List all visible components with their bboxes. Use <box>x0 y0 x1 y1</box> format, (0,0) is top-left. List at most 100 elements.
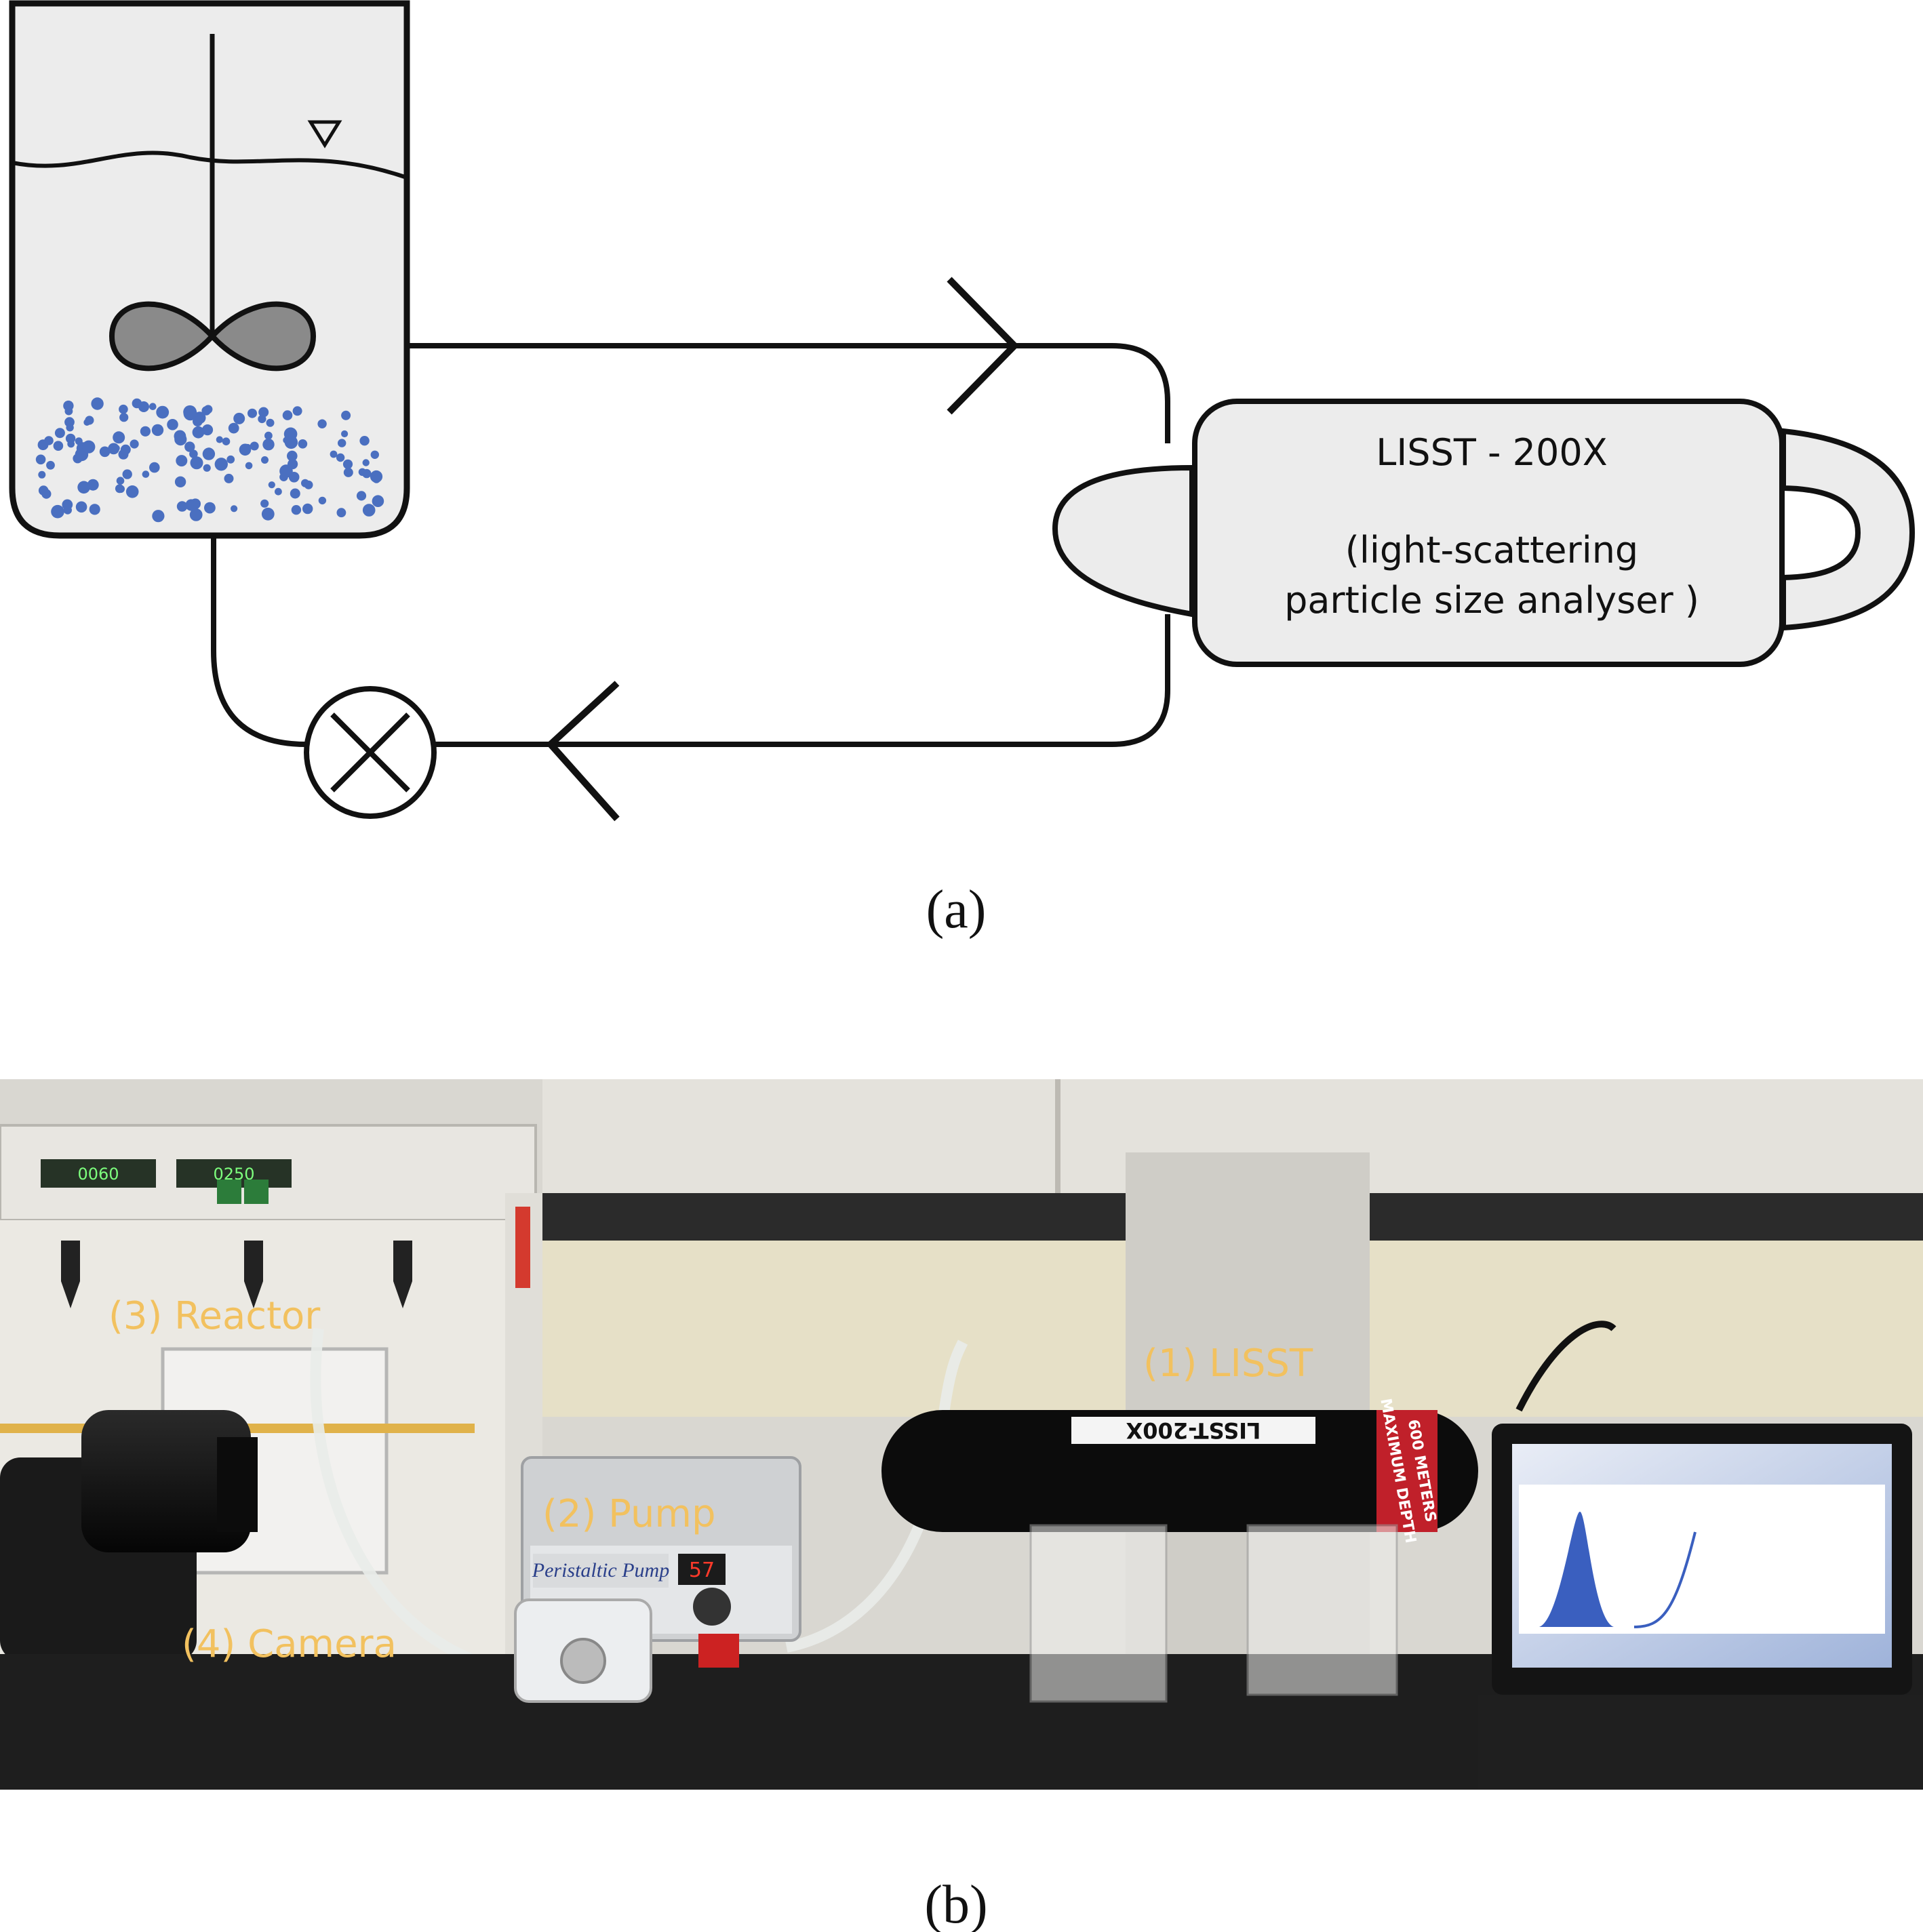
particle <box>174 433 187 446</box>
analyser-left-cap <box>1052 464 1195 618</box>
return-pipe <box>434 614 1170 747</box>
flow-loop <box>211 343 1170 747</box>
particle <box>204 502 216 514</box>
particle <box>37 439 49 451</box>
particle <box>192 426 205 439</box>
panel-a-schematic: LISST - 200X (light-scattering particle … <box>9 0 1916 940</box>
particle <box>275 487 282 496</box>
particle <box>122 469 132 479</box>
particle <box>318 496 327 505</box>
particle <box>224 473 234 483</box>
particle <box>67 440 75 448</box>
particle <box>266 418 275 427</box>
particle <box>370 450 379 459</box>
particle <box>372 475 380 483</box>
particle <box>290 488 300 499</box>
particle <box>245 462 253 470</box>
particle <box>258 415 266 424</box>
particle <box>358 468 367 476</box>
particle <box>302 503 313 515</box>
particle <box>203 449 215 460</box>
camera <box>0 1410 258 1790</box>
particle <box>113 431 125 444</box>
analyser-desc-line1: (light-scattering <box>1345 529 1638 571</box>
stand-left <box>1029 1524 1168 1703</box>
particle <box>282 410 293 420</box>
particle <box>231 505 238 512</box>
instrument-model: LISST-200X <box>1126 1417 1261 1443</box>
label-lisst: (1) LISST <box>1143 1342 1313 1386</box>
particle <box>342 459 353 469</box>
particle <box>216 436 223 443</box>
particle <box>291 505 302 515</box>
mixing-tank <box>9 0 410 539</box>
particle <box>125 485 139 498</box>
flow-arrow-right-icon <box>947 277 1019 415</box>
particle <box>73 454 83 464</box>
particle <box>372 495 384 507</box>
caption-a: (a) <box>926 880 987 940</box>
label-pump: (2) Pump <box>542 1492 716 1536</box>
particle <box>338 439 346 447</box>
particle <box>330 450 338 458</box>
particle <box>54 428 65 439</box>
particle <box>63 506 73 515</box>
particle <box>149 462 160 473</box>
analyser-handle <box>1781 428 1916 631</box>
particle <box>140 426 151 437</box>
particle <box>116 477 125 485</box>
particle <box>336 453 345 462</box>
particle <box>152 510 165 523</box>
analyser-name: LISST - 200X <box>1376 431 1607 474</box>
particle <box>343 467 353 477</box>
particle <box>119 404 128 414</box>
particle <box>250 441 259 451</box>
particle <box>46 460 55 470</box>
particle <box>91 397 104 410</box>
particle <box>226 455 235 464</box>
particle <box>132 398 142 409</box>
particle <box>298 439 308 449</box>
particle <box>317 419 327 428</box>
particle <box>262 439 275 451</box>
particle <box>264 431 273 440</box>
particle <box>292 406 302 416</box>
particle <box>174 476 186 487</box>
particle <box>362 504 376 517</box>
particle <box>203 464 211 472</box>
lisst-analyser: LISST - 200X (light-scattering particle … <box>1052 399 1916 667</box>
particle <box>233 412 245 424</box>
particle <box>301 479 309 487</box>
particle <box>184 441 195 452</box>
particle <box>64 407 73 416</box>
particle <box>120 444 131 455</box>
particle <box>356 491 367 501</box>
caption-b: (b) <box>924 1875 987 1932</box>
return-pipe-to-tank <box>211 536 307 747</box>
particle <box>35 454 46 465</box>
particle <box>193 416 203 426</box>
particle <box>75 501 87 513</box>
analyser-body <box>1192 399 1785 667</box>
water-surface <box>12 150 408 180</box>
particle <box>142 470 150 478</box>
particle <box>156 405 170 419</box>
particle <box>75 437 83 445</box>
label-camera: (4) Camera <box>182 1622 397 1666</box>
particle <box>214 458 228 471</box>
particle <box>183 405 197 419</box>
particle-cloud <box>35 397 384 523</box>
panel-b-photo: 0060 0250 <box>0 1079 1923 1790</box>
particle <box>189 449 198 458</box>
outflow-pipe <box>407 343 1170 443</box>
pump-display: 57 <box>689 1558 715 1582</box>
particle <box>288 459 298 470</box>
particle <box>222 437 231 445</box>
particle <box>151 424 164 437</box>
particle <box>85 416 94 425</box>
particle <box>260 499 269 508</box>
stirrer-display: 0060 <box>77 1165 119 1184</box>
particle <box>89 504 100 515</box>
peristaltic-pump: Peristaltic Pump 57 <box>514 1456 801 1703</box>
